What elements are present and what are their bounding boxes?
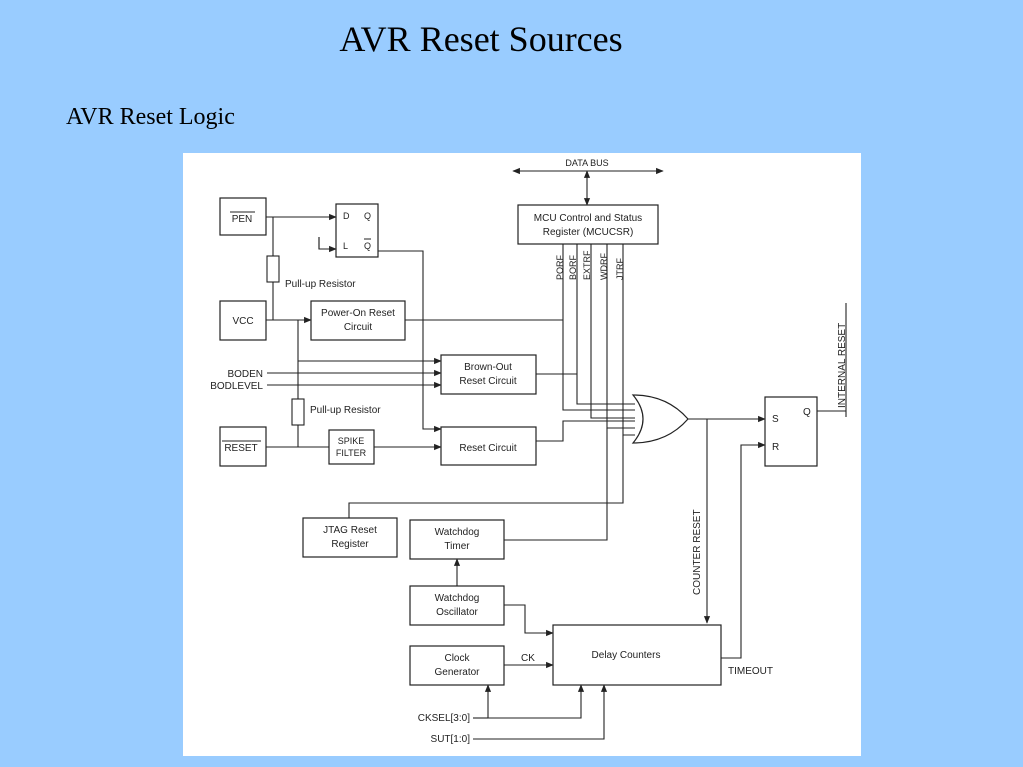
sut-label: SUT[1:0]: [431, 734, 471, 745]
jtag-label-line2: Register: [331, 539, 369, 550]
wdt-label-line1: Watchdog: [435, 527, 480, 538]
brown-out-reset-circuit: Brown-Out Reset Circuit: [440, 354, 537, 395]
reset-circuit-label: Reset Circuit: [459, 443, 516, 454]
bor-label-line1: Brown-Out: [464, 362, 512, 373]
latch-qbar: Q: [364, 241, 371, 251]
pull-up-resistor-2-label: Pull-up Resistor: [310, 405, 381, 416]
boden-label: BODEN: [227, 369, 263, 380]
cksel-label: CKSEL[3:0]: [418, 713, 470, 724]
mcucsr-label-line1: MCU Control and Status: [534, 213, 642, 224]
slide-title: AVR Reset Sources: [339, 19, 623, 59]
flag-wires: [562, 244, 635, 436]
wdo-label-line2: Oscillator: [436, 607, 478, 618]
diagram-svg: DATA BUS MCU Control and Status Register…: [210, 158, 848, 745]
data-bus: DATA BUS: [512, 158, 664, 206]
reset-logic-diagram: DATA BUS MCU Control and Status Register…: [183, 153, 861, 756]
status-flags: PORF BORF EXTRF WDRF JTRF: [555, 250, 625, 280]
wdo-label-line1: Watchdog: [435, 593, 480, 604]
latch-d: D: [343, 211, 350, 221]
clock-generator: Clock Generator: [409, 645, 505, 686]
slide-subtitle: AVR Reset Logic: [66, 104, 235, 130]
jtag-reset-register: JTAG Reset Register: [302, 517, 398, 558]
clock-label-line2: Generator: [434, 667, 480, 678]
data-bus-label: DATA BUS: [565, 158, 608, 168]
por-label-line1: Power-On Reset: [321, 308, 395, 319]
flag-extrf: EXTRF: [582, 250, 592, 280]
bodlevel-label: BODLEVEL: [210, 381, 263, 392]
delay-counters-label: Delay Counters: [592, 650, 661, 661]
flag-jtrf: JTRF: [615, 258, 625, 280]
power-on-reset-circuit: Power-On Reset Circuit: [310, 300, 406, 341]
sr-latch: S R Q: [764, 396, 818, 467]
pull-up-resistor-1-label: Pull-up Resistor: [285, 279, 356, 290]
internal-reset-label: INTERNAL RESET: [837, 323, 848, 408]
delay-counters: Delay Counters: [552, 624, 722, 686]
reset-pin: RESET: [219, 426, 267, 467]
sr-q: Q: [803, 407, 811, 418]
watchdog-timer: Watchdog Timer: [409, 519, 505, 560]
flag-borf: BORF: [568, 254, 578, 280]
clock-label-line1: Clock: [444, 653, 470, 664]
watchdog-oscillator: Watchdog Oscillator: [409, 585, 505, 626]
por-label-line2: Circuit: [344, 322, 373, 333]
pull-up-resistor-2: [291, 398, 305, 426]
bor-label-line2: Reset Circuit: [459, 376, 516, 387]
timeout-label: TIMEOUT: [728, 666, 773, 677]
mcucsr-register: MCU Control and Status Register (MCUCSR): [517, 204, 659, 245]
vcc-source: VCC: [219, 300, 267, 341]
wdt-label-line2: Timer: [444, 541, 470, 552]
or-gate: [631, 394, 689, 444]
mcucsr-label-line2: Register (MCUCSR): [543, 227, 634, 238]
jtag-label-line1: JTAG Reset: [323, 525, 377, 536]
flag-porf: PORF: [555, 254, 565, 280]
reset-circuit: Reset Circuit: [440, 426, 537, 466]
pen-label: PEN: [232, 214, 253, 225]
counter-reset-label: COUNTER RESET: [692, 509, 703, 595]
ck-label: CK: [521, 653, 535, 664]
latch-l: L: [343, 241, 348, 251]
spike-label-line2: FILTER: [336, 448, 367, 458]
spike-filter: SPIKE FILTER: [328, 429, 375, 465]
reset-pin-label: RESET: [224, 443, 257, 454]
pen-pin: PEN: [219, 197, 267, 236]
latch: D Q L Q: [335, 203, 379, 258]
sr-r: R: [772, 442, 779, 453]
pull-up-resistor-1: [266, 255, 280, 283]
latch-q: Q: [364, 211, 371, 221]
sr-s: S: [772, 414, 779, 425]
vcc-label: VCC: [232, 316, 253, 327]
spike-label-line1: SPIKE: [338, 436, 365, 446]
flag-wdrf: WDRF: [599, 253, 609, 280]
